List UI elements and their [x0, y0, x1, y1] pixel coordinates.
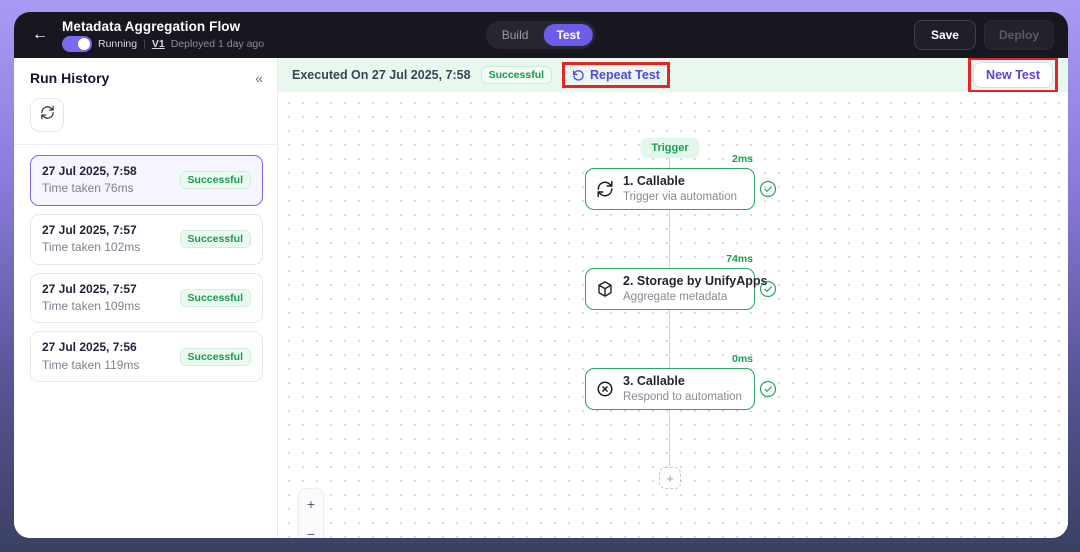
run-list-item[interactable]: 27 Jul 2025, 7:57 Time taken 109ms Succe…	[30, 272, 263, 324]
sync-icon	[596, 180, 614, 198]
flow-node-callable-1[interactable]: 1. Callable Trigger via automation	[585, 168, 755, 210]
node-duration: 74ms	[726, 253, 753, 265]
add-node-button[interactable]: +	[659, 467, 681, 489]
package-icon	[596, 280, 614, 298]
run-list-item[interactable]: 27 Jul 2025, 7:57 Time taken 102ms Succe…	[30, 213, 263, 265]
flow-canvas[interactable]: Trigger 2ms 1. Callable Trigger via auto…	[278, 92, 1068, 538]
meta-separator: |	[143, 37, 146, 50]
run-list-item[interactable]: 27 Jul 2025, 7:56 Time taken 119ms Succe…	[30, 331, 263, 383]
toggle-knob	[78, 37, 90, 50]
sidebar-title: Run History	[30, 70, 110, 86]
refresh-runs-button[interactable]	[30, 98, 64, 132]
run-time-taken: Time taken 102ms	[42, 240, 141, 255]
status-badge: Successful	[179, 230, 251, 249]
running-status-label: Running	[98, 37, 138, 50]
app-window: ← Metadata Aggregation Flow Running | V1…	[14, 12, 1068, 538]
circle-x-icon	[596, 380, 614, 398]
annotation-box-repeat-test: Repeat Test	[562, 62, 670, 88]
build-test-switch: Build Test	[485, 21, 597, 49]
page-title: Metadata Aggregation Flow	[62, 18, 241, 34]
run-date: 27 Jul 2025, 7:58	[42, 164, 137, 178]
repeat-icon	[573, 69, 584, 81]
run-date: 27 Jul 2025, 7:57	[42, 281, 137, 296]
run-date: 27 Jul 2025, 7:56	[42, 340, 137, 355]
back-arrow-icon[interactable]: ←	[32, 26, 48, 43]
execution-status-badge: Successful	[480, 66, 553, 84]
success-check-icon	[759, 380, 777, 398]
top-header: ← Metadata Aggregation Flow Running | V1…	[14, 12, 1068, 58]
trigger-label: Trigger	[640, 138, 700, 158]
title-block: Metadata Aggregation Flow Running | V1 D…	[62, 19, 264, 52]
node-subtitle: Respond to automation	[623, 390, 742, 403]
flow-connector-line	[669, 158, 670, 470]
node-subtitle: Trigger via automation	[623, 190, 737, 203]
new-test-button[interactable]: New Test	[973, 62, 1053, 88]
run-list-item[interactable]: 27 Jul 2025, 7:58 Time taken 76ms Succes…	[30, 155, 263, 206]
deployed-text: Deployed 1 day ago	[170, 37, 265, 50]
canvas-zoom-controls: + −	[298, 488, 324, 538]
sidebar-divider	[14, 144, 277, 145]
node-subtitle: Aggregate metadata	[623, 290, 728, 303]
zoom-in-button[interactable]: +	[306, 496, 316, 512]
version-link[interactable]: V1	[151, 37, 165, 50]
run-history-sidebar: Run History « 27 Jul 2025, 7:58 Time tak…	[14, 58, 278, 538]
node-title: 1. Callable	[623, 173, 685, 188]
run-date: 27 Jul 2025, 7:57	[42, 222, 137, 237]
refresh-icon	[40, 105, 55, 125]
running-toggle[interactable]	[62, 35, 92, 52]
zoom-out-button[interactable]: −	[306, 526, 316, 538]
flow-meta-row: Running | V1 Deployed 1 day ago	[62, 35, 265, 52]
save-button[interactable]: Save	[913, 20, 976, 50]
node-duration: 0ms	[731, 353, 753, 365]
executed-on-text: Executed On 27 Jul 2025, 7:58	[292, 68, 471, 82]
run-time-taken: Time taken 109ms	[42, 298, 141, 313]
run-list: 27 Jul 2025, 7:58 Time taken 76ms Succes…	[30, 155, 263, 383]
tab-build[interactable]: Build	[501, 28, 529, 42]
success-check-icon	[759, 280, 777, 298]
node-title: 3. Callable	[623, 373, 685, 388]
status-badge: Successful	[179, 288, 251, 307]
node-title: 2. Storage by UnifyApps	[623, 273, 768, 288]
topbar-actions: Save Deploy	[913, 20, 1054, 50]
run-time-taken: Time taken 76ms	[42, 181, 134, 196]
run-time-taken: Time taken 119ms	[42, 357, 140, 372]
flow-node-callable-3[interactable]: 3. Callable Respond to automation	[585, 368, 755, 410]
flow-node-storage[interactable]: 2. Storage by UnifyApps Aggregate metada…	[585, 268, 768, 310]
collapse-sidebar-icon[interactable]: «	[255, 70, 263, 86]
execution-status-bar: Executed On 27 Jul 2025, 7:58 Successful…	[278, 57, 1068, 93]
node-duration: 2ms	[731, 153, 753, 165]
annotation-box-new-test: New Test	[968, 57, 1058, 93]
status-badge: Successful	[179, 171, 251, 190]
deploy-button: Deploy	[983, 20, 1054, 50]
tab-test[interactable]: Test	[543, 24, 594, 46]
success-check-icon	[759, 180, 777, 198]
repeat-test-button[interactable]: Repeat Test	[565, 65, 667, 85]
status-badge: Successful	[179, 347, 251, 366]
repeat-test-label: Repeat Test	[590, 68, 660, 82]
